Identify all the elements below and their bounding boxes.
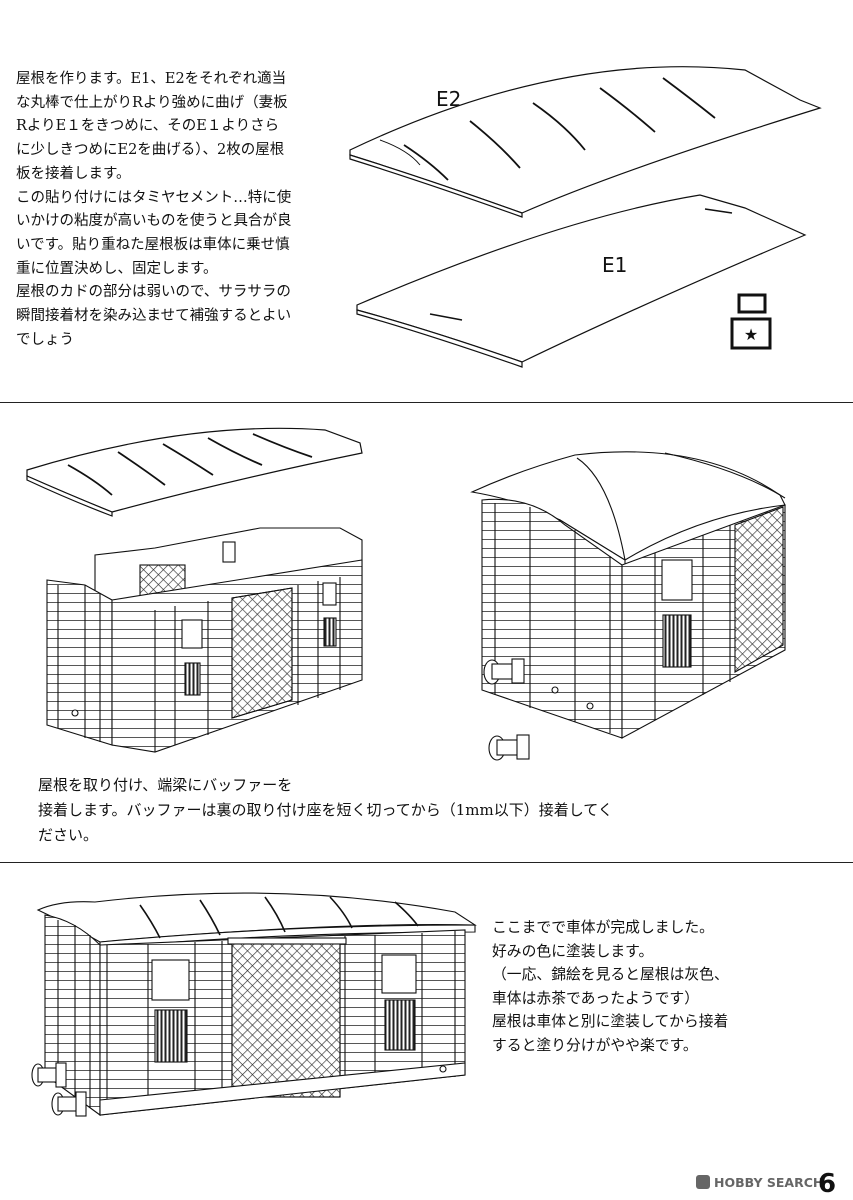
section1-line: いです。貼り重ねた屋根板は車体に乗せ慎: [16, 236, 290, 253]
section3-instructions: ここまでで車体が完成しました。好みの色に塗装します。 （一応、錦絵を見ると屋根は灰…: [492, 916, 729, 1057]
section1-line: いかけの粘度が高いものを使うと具合が良: [16, 213, 292, 230]
section1-line: でしょう: [16, 331, 74, 348]
hobby-search-logo-icon: [696, 1175, 710, 1189]
star-icon: ★: [744, 325, 758, 344]
section-divider-1: [0, 402, 853, 403]
section1-line: 屋根を作ります。E1、E2をそれぞれ適当: [16, 71, 287, 87]
label-e1: E1: [602, 253, 627, 277]
watermark-text: HOBBY SEARCH: [714, 1175, 823, 1190]
open-wagon-body: [46, 527, 363, 753]
section2-line: ださい。: [38, 826, 99, 844]
section-divider-2: [0, 862, 853, 863]
section1-line: 瞬間接着材を染み込ませて補強するとよい: [16, 308, 292, 325]
section3-line: 車体は赤茶であったようです）: [492, 989, 700, 1007]
section1-line: な丸棒で仕上がりRより強めに曲げ（妻板: [16, 94, 288, 111]
part-symbol: ★: [730, 293, 772, 350]
section1-line: RよりE１をきつめに、そのE１よりさら: [16, 118, 280, 135]
roof-panel-e2: [349, 66, 822, 218]
footer: HOBBY SEARCH 6: [696, 1169, 836, 1199]
section1-line: に少しきつめにE2を曲げる）、2枚の屋根: [16, 142, 285, 159]
section1-line: 板を接着します。: [16, 165, 131, 182]
section3-line: （一応、錦絵を見ると屋根は灰色、: [492, 966, 729, 983]
section1-instructions: 屋根を作ります。E1、E2をそれぞれ適当な丸棒で仕上がりRより強めに曲げ（妻板 R…: [16, 68, 292, 352]
section1-line: 屋根のカドの部分は弱いので、サラサラの: [16, 284, 291, 301]
completed-wagon: [31, 892, 477, 1117]
section3-line: 好みの色に塗装します。: [492, 942, 654, 960]
roof-panel-e1: [356, 194, 807, 368]
label-e2: E2: [436, 87, 461, 111]
section2-line: 屋根を取り付け、端梁にバッファーを: [38, 776, 293, 794]
section2-instructions: 屋根を取り付け、端梁にバッファーを接着します。バッファーは裏の取り付け座を短く切…: [38, 773, 613, 848]
section1-line: 重に位置決めし、固定します。: [16, 260, 218, 277]
page-number: 6: [818, 1169, 836, 1199]
section3-line: すると塗り分けがやや楽です。: [492, 1036, 698, 1054]
section2-line: 接着します。バッファーは裏の取り付け座を短く切ってから（1mm以下）接着してく: [38, 801, 613, 819]
section3-line: 屋根は車体と別に塗装してから接着: [492, 1013, 729, 1030]
section3-line: ここまでで車体が完成しました。: [492, 919, 714, 936]
assembled-wagon-with-buffers: [470, 451, 786, 761]
exploded-roof: [26, 427, 363, 517]
section1-line: この貼り付けにはタミヤセメント…特に使: [16, 189, 292, 206]
